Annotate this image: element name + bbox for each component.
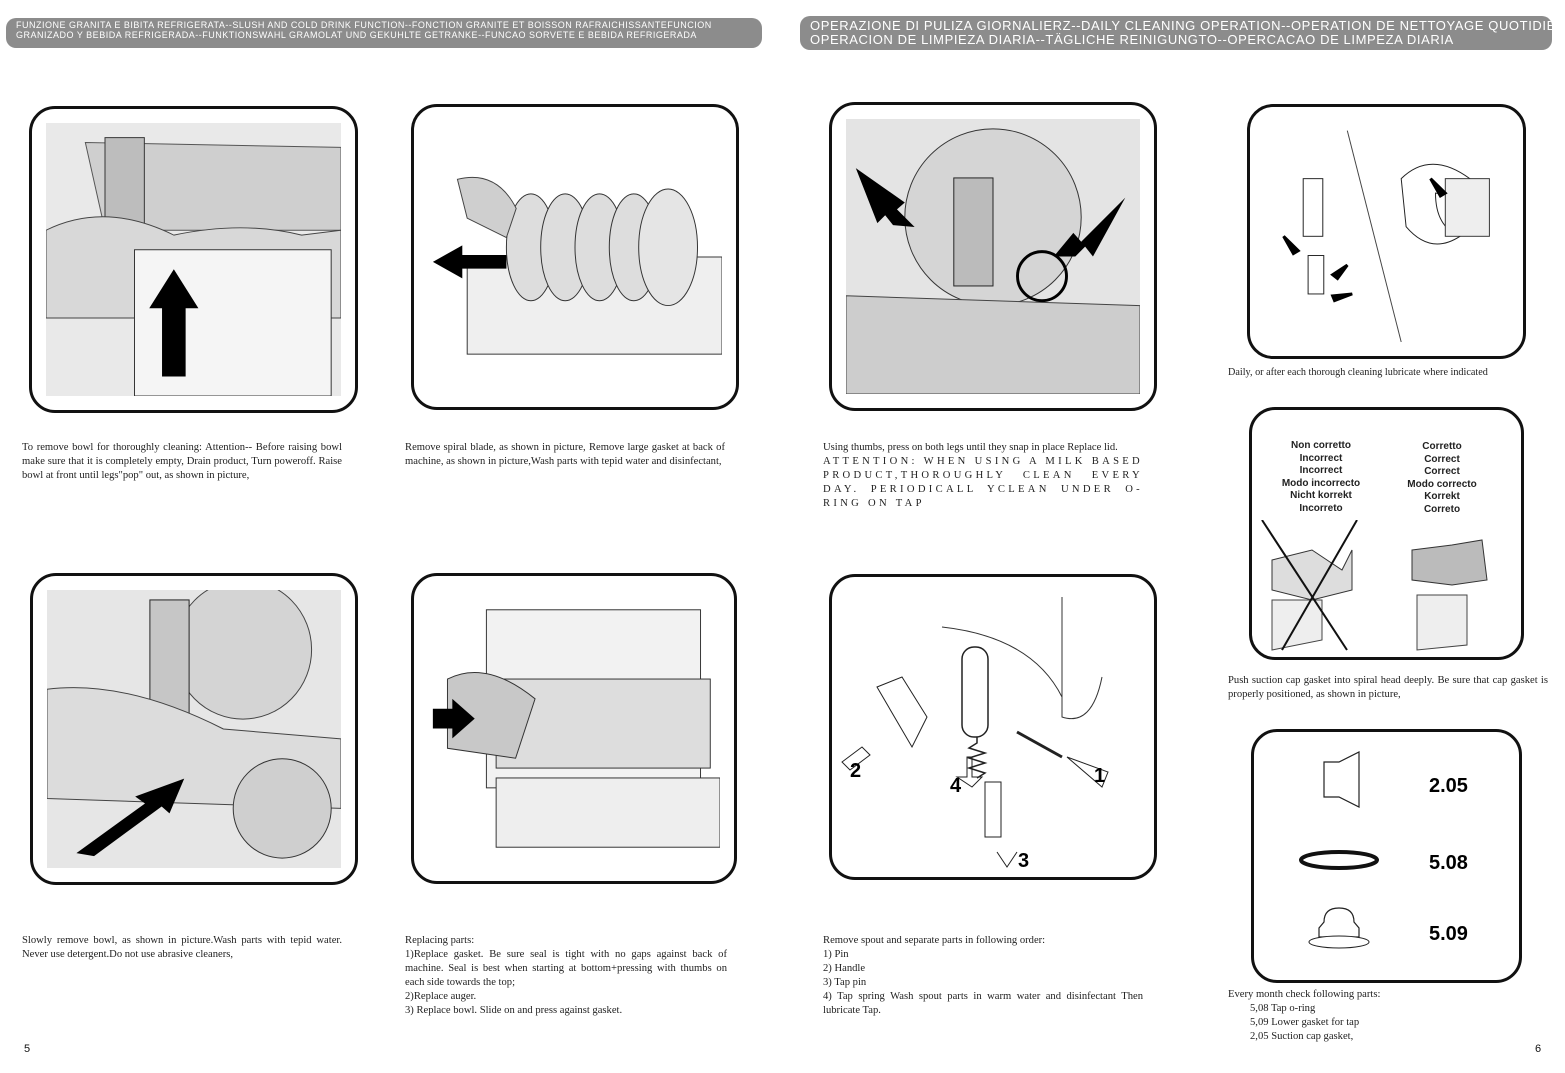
incorrect-label-en: Incorrect	[1299, 452, 1343, 464]
caption-thumbs-text: Using thumbs, press on both legs until t…	[823, 442, 1118, 453]
spout-label-3: 3	[1018, 850, 1029, 872]
correct-incorrect-drawing	[1261, 520, 1488, 651]
page-number-right: 6	[1535, 1043, 1542, 1055]
illustration-replacing-parts	[411, 573, 737, 884]
part-code-2-05: 2.05	[1429, 775, 1468, 797]
spout-step-4: 4) Tap spring Wash spout parts in warm w…	[823, 991, 1143, 1016]
incorrect-label-de: Nicht korrekt	[1290, 490, 1352, 501]
spout-label-1: 1	[1094, 765, 1105, 787]
illustration-lubricate	[1247, 104, 1526, 359]
illustration-spiral-blade	[411, 104, 739, 410]
month-title: Every month check following parts:	[1228, 989, 1381, 1000]
spout-exploded-drawing: 1 2 3 4	[841, 597, 1109, 872]
right-header-line-1: OPERAZIONE DI PULIZA GIORNALIERZ--DAILY …	[810, 18, 1552, 33]
part-code-5-08: 5.08	[1429, 852, 1468, 874]
month-item-2: 5,09 Lower gasket for tap	[1250, 1017, 1360, 1028]
replacing-parts-drawing	[432, 609, 720, 848]
spout-label-4: 4	[950, 775, 962, 797]
correct-label-list: Corretto Correct Correct Modo correcto K…	[1392, 441, 1492, 516]
raise-bowl-drawing	[46, 123, 341, 396]
caption-spiral-blade: Remove spiral blade, as shown in picture…	[405, 442, 725, 467]
illustration-spout-parts: 1 2 3 4	[829, 574, 1157, 880]
right-header-line-2: OPERACION DE LIMPIEZA DIARIA--TÄGLICHE R…	[810, 32, 1454, 48]
correct-label-it: Corretto	[1422, 441, 1462, 452]
caption-suction-cap: Push suction cap gasket into spiral head…	[1228, 675, 1548, 700]
caption-monthly-check: Every month check following parts: 5,08 …	[1228, 988, 1538, 1044]
left-page-header: FUNZIONE GRANITA E BIBITA REFRIGERATA--S…	[6, 18, 762, 48]
slowly-remove-drawing	[47, 590, 341, 868]
spout-step-2: 2) Handle	[823, 963, 866, 974]
correct-label-de: Korrekt	[1424, 491, 1460, 502]
spout-step-1: 1) Pin	[823, 949, 849, 960]
right-page-header: OPERAZIONE DI PULIZA GIORNALIERZ--DAILY …	[800, 16, 1552, 50]
replacing-step-3: 3) Replace bowl. Slide on and press agai…	[405, 1005, 623, 1016]
illustration-slowly-remove-bowl	[30, 573, 358, 885]
left-header-line-1: FUNZIONE GRANITA E BIBITA REFRIGERATA--S…	[16, 20, 712, 30]
spiral-blade-drawing	[428, 121, 722, 393]
illustration-raise-bowl	[29, 106, 358, 413]
replacing-step-2: 2)Replace auger.	[405, 991, 477, 1002]
incorrect-label-list: Non corretto Incorrect Incorrect Modo in…	[1266, 440, 1376, 515]
illustration-correct-incorrect: Non corretto Incorrect Incorrect Modo in…	[1249, 407, 1524, 660]
replacing-title: Replacing parts:	[405, 935, 475, 946]
caption-replacing-parts: Replacing parts: 1)Replace gasket. Be su…	[405, 934, 727, 1018]
caption-spout: Remove spout and separate parts in follo…	[823, 934, 1143, 1018]
incorrect-label-fr: Incorrect	[1299, 465, 1343, 476]
correct-label-es: Modo correcto	[1407, 478, 1477, 490]
lubricate-drawing	[1282, 130, 1490, 342]
correct-label-pt: Correto	[1423, 503, 1461, 515]
spout-step-3: 3) Tap pin	[823, 977, 867, 988]
month-item-1: 5,08 Tap o-ring	[1250, 1003, 1316, 1014]
correct-label-fr: Correct	[1424, 466, 1460, 477]
spare-parts-drawing: 2.05 5.08 5.09	[1299, 751, 1468, 949]
correct-label-en: Correct	[1424, 453, 1460, 465]
incorrect-label-pt: Incorreto	[1299, 502, 1343, 514]
snap-legs-drawing	[846, 119, 1140, 394]
part-code-5-09: 5.09	[1429, 923, 1468, 945]
caption-thumbs: Using thumbs, press on both legs until t…	[823, 441, 1143, 511]
illustration-spare-parts: 2.05 5.08 5.09	[1251, 729, 1522, 983]
replacing-step-1: 1)Replace gasket. Be sure seal is tight …	[405, 949, 727, 988]
illustration-snap-legs	[829, 102, 1157, 411]
page-number-left: 5	[24, 1043, 31, 1055]
caption-attention: ATTENTION: WHEN USING A MILK BASED PRODU…	[823, 456, 1143, 509]
caption-remove-bowl: To remove bowl for thoroughly cleaning: …	[22, 442, 342, 481]
caption-slowly-remove: Slowly remove bowl, as shown in picture.…	[22, 935, 342, 960]
left-header-line-2: GRANIZADO Y BEBIDA REFRIGERADA--FUNKTION…	[16, 29, 697, 40]
incorrect-label-it: Non corretto	[1291, 440, 1351, 451]
month-item-3: 2,05 Suction cap gasket,	[1250, 1031, 1354, 1042]
spout-label-2: 2	[850, 760, 861, 782]
incorrect-label-es: Modo incorrecto	[1281, 477, 1361, 489]
spout-title: Remove spout and separate parts in follo…	[823, 935, 1046, 946]
caption-lubricate: Daily, or after each thorough cleaning l…	[1228, 367, 1488, 378]
